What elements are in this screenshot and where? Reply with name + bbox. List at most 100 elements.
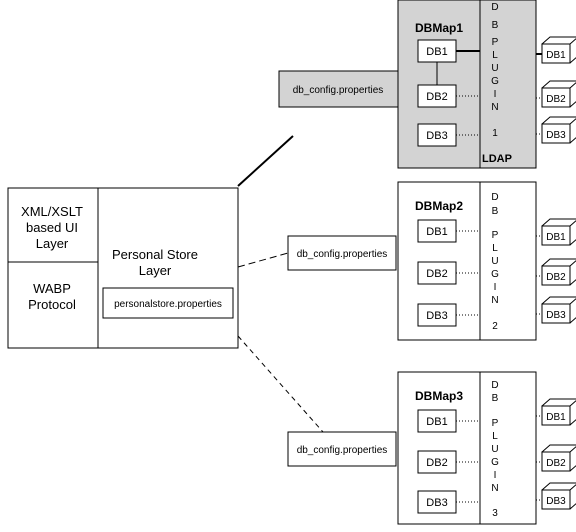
db-cube-label: DB1 bbox=[546, 50, 566, 61]
plugin-letter: I bbox=[494, 89, 497, 100]
protocol-line-2: Protocol bbox=[28, 297, 76, 312]
db-cube-edge bbox=[569, 484, 576, 491]
db-cube: DB1 bbox=[541, 36, 576, 64]
config-label-map2: db_config.properties bbox=[297, 249, 388, 260]
db-cube-label: DB2 bbox=[546, 458, 566, 469]
plugin-letter: 1 bbox=[492, 128, 498, 139]
connector-dashed-map2 bbox=[237, 252, 289, 268]
db-cube-edge bbox=[569, 298, 576, 305]
plugin-letter: U bbox=[491, 444, 498, 455]
db-box-label: DB3 bbox=[426, 497, 447, 509]
plugin-letter: P bbox=[492, 230, 499, 241]
db-cube-edge bbox=[569, 38, 576, 45]
db-cube-label: DB1 bbox=[546, 232, 566, 243]
plugin-letter: L bbox=[492, 243, 498, 254]
db-cube-label: DB2 bbox=[546, 94, 566, 105]
db-cube-face bbox=[541, 225, 571, 246]
db-plugin-column bbox=[479, 371, 537, 525]
db-cube-label: DB2 bbox=[546, 272, 566, 283]
dbmap-groups: DBMap1DBPLUGIN1LDAPDB1DB2DB3DB1DB2DB3DBM… bbox=[397, 0, 576, 525]
config-box-map3: db_config.properties bbox=[287, 431, 397, 467]
personalstore-properties-box bbox=[102, 287, 234, 319]
config-box-map1: db_config.properties bbox=[278, 70, 399, 108]
plugin-letter: U bbox=[491, 256, 498, 267]
db-cube-label: DB3 bbox=[546, 130, 566, 141]
db-cube-label: DB3 bbox=[546, 496, 566, 507]
config-label-map3: db_config.properties bbox=[297, 445, 388, 456]
db-box-label: DB3 bbox=[426, 130, 447, 142]
dbmap-title: DBMap1 bbox=[415, 21, 463, 35]
db-cube-edge bbox=[569, 82, 576, 89]
db-cube-face bbox=[541, 451, 571, 472]
plugin-letter: N bbox=[491, 295, 498, 306]
personalstore-properties-label: personalstore.properties bbox=[114, 299, 222, 310]
db-box-label: DB1 bbox=[426, 416, 447, 428]
plugin-letter: G bbox=[491, 76, 499, 87]
ui-layer-line-1: XML/XSLT bbox=[21, 204, 83, 219]
connector-dashed-map3 bbox=[237, 335, 324, 433]
db-cube-face bbox=[541, 489, 571, 510]
store-line-1: Personal Store bbox=[112, 247, 198, 262]
plugin-letter: D bbox=[491, 2, 498, 13]
db-cube-edge bbox=[569, 400, 576, 407]
plugin-letter: B bbox=[492, 20, 499, 31]
db-box-label: DB3 bbox=[426, 310, 447, 322]
plugin-letter: G bbox=[491, 269, 499, 280]
db-cube: DB2 bbox=[541, 258, 576, 286]
db-cube: DB2 bbox=[541, 444, 576, 472]
db-box-label: DB2 bbox=[426, 268, 447, 280]
plugin-letter: I bbox=[494, 282, 497, 293]
plugin-footer: LDAP bbox=[482, 153, 512, 165]
plugin-letter: P bbox=[492, 418, 499, 429]
plugin-letter: 2 bbox=[492, 321, 498, 332]
db-cube: DB3 bbox=[541, 296, 576, 324]
db-cube: DB3 bbox=[541, 116, 576, 144]
db-cube: DB1 bbox=[541, 218, 576, 246]
ui-layer-line-2: based UI bbox=[26, 220, 78, 235]
db-cube-edge bbox=[569, 220, 576, 227]
db-plugin-column bbox=[479, 181, 537, 341]
db-cube-edge bbox=[569, 118, 576, 125]
client-stack: XML/XSLT based UI Layer WABP Protocol Pe… bbox=[7, 187, 239, 349]
config-box-map2: db_config.properties bbox=[287, 235, 397, 271]
dbmap-title: DBMap2 bbox=[415, 199, 463, 213]
plugin-letter: P bbox=[492, 37, 499, 48]
plugin-letter: L bbox=[492, 50, 498, 61]
db-cube-face bbox=[541, 405, 571, 426]
protocol-line-1: WABP bbox=[33, 281, 71, 296]
plugin-letter: U bbox=[491, 63, 498, 74]
db-cube-face bbox=[541, 87, 571, 108]
plugin-letter: N bbox=[491, 102, 498, 113]
plugin-letter: B bbox=[492, 393, 499, 404]
db-cube: DB3 bbox=[541, 482, 576, 510]
plugin-letter: L bbox=[492, 431, 498, 442]
db-box-label: DB2 bbox=[426, 91, 447, 103]
db-cube-face bbox=[541, 303, 571, 324]
db-cube-label: DB3 bbox=[546, 310, 566, 321]
plugin-letter: 3 bbox=[492, 508, 498, 519]
db-cube-edge bbox=[569, 260, 576, 267]
plugin-letter: G bbox=[491, 457, 499, 468]
db-cube-face bbox=[541, 123, 571, 144]
db-cube: DB2 bbox=[541, 80, 576, 108]
plugin-letter: I bbox=[494, 470, 497, 481]
db-box-label: DB1 bbox=[426, 226, 447, 238]
db-cube-label: DB1 bbox=[546, 412, 566, 423]
store-line-2: Layer bbox=[139, 263, 172, 278]
plugin-letter: N bbox=[491, 483, 498, 494]
db-cube: DB1 bbox=[541, 398, 576, 426]
plugin-letter: D bbox=[491, 192, 498, 203]
ui-layer-line-3: Layer bbox=[36, 236, 69, 251]
plugin-letter: D bbox=[491, 380, 498, 391]
db-cube-edge bbox=[569, 446, 576, 453]
db-cube-face bbox=[541, 265, 571, 286]
db-box-label: DB1 bbox=[426, 46, 447, 58]
connector-solid-map1 bbox=[237, 135, 294, 187]
plugin-letter: B bbox=[492, 206, 499, 217]
db-box-label: DB2 bbox=[426, 457, 447, 469]
db-plugin-column bbox=[479, 0, 537, 169]
